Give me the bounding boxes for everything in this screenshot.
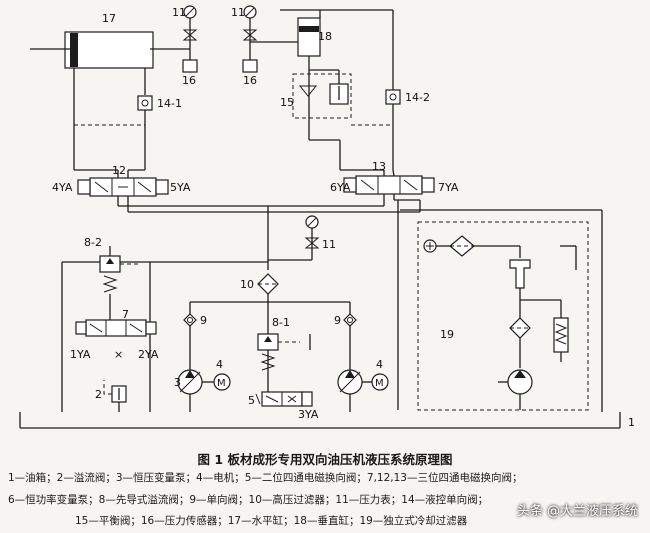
label-7YA: 7YA	[438, 181, 459, 194]
label-17: 17	[102, 12, 116, 25]
label-16-left: 16	[182, 74, 196, 87]
label-4-left: 4	[216, 358, 223, 371]
motor-4-left: M	[202, 373, 231, 391]
motor-4-right: M	[362, 373, 389, 391]
label-1YA: 1YA	[70, 348, 91, 361]
label-x: ×	[114, 348, 123, 361]
pilot-check-valve-14-1	[137, 95, 153, 170]
cooling-filter-unit-19	[417, 221, 589, 411]
pilot-relief-valve-8-1	[257, 302, 311, 392]
label-12: 12	[112, 164, 126, 177]
directional-valve-13	[340, 169, 435, 206]
svg-text:M: M	[217, 378, 226, 389]
constant-pressure-pump-3	[177, 369, 203, 412]
label-13: 13	[372, 160, 386, 173]
pressure-gauge-11-left	[182, 5, 198, 73]
label-6YA: 6YA	[330, 181, 351, 194]
label-8-1: 8-1	[272, 316, 290, 329]
label-1: 1	[628, 416, 635, 429]
label-18: 18	[318, 30, 332, 43]
label-7: 7	[122, 308, 129, 321]
solenoid-valve-5	[255, 391, 313, 407]
svg-text:M: M	[375, 378, 384, 389]
label-14-1: 14-1	[157, 97, 182, 110]
relief-valve-2	[103, 380, 127, 412]
label-8-2: 8-2	[84, 236, 102, 249]
directional-valve-12	[73, 150, 169, 212]
label-19: 19	[440, 328, 454, 341]
label-5: 5	[248, 394, 255, 407]
label-4YA: 4YA	[52, 181, 73, 194]
high-pressure-filter-10	[257, 273, 279, 302]
check-valve-9-right	[343, 302, 357, 370]
legend-line-1: 1—油箱；2—溢流阀；3—恒压变量泵；4—电机；5—二位四通电磁换向阀；7,12…	[8, 472, 523, 484]
watermark: 头条 @大兰液压系统	[516, 504, 638, 519]
label-11-left: 11	[172, 6, 186, 19]
label-9-left: 9	[200, 314, 207, 327]
label-16-right: 16	[243, 74, 257, 87]
label-3YA: 3YA	[298, 408, 319, 421]
label-3: 3	[174, 376, 181, 389]
vertical-cylinder-18	[280, 9, 321, 66]
hydraulic-schematic: 17 11 16 11 16 18 15	[19, 5, 635, 429]
pressure-gauge-11-right	[242, 5, 258, 73]
label-15: 15	[280, 96, 294, 109]
label-2YA: 2YA	[138, 348, 159, 361]
figure-caption: 图 1 板材成形专用双向油压机液压系统原理图	[197, 452, 453, 467]
label-14-2: 14-2	[405, 91, 430, 104]
legend-line-3: 15—平衡阀；16—压力传感器；17—水平缸；18—垂直缸；19—独立式冷却过滤…	[75, 515, 468, 527]
pilot-check-valve-14-2	[320, 9, 401, 170]
label-2: 2	[95, 388, 102, 401]
balance-valve-15	[292, 66, 352, 140]
label-4-right: 4	[376, 358, 383, 371]
label-9-right: 9	[334, 314, 341, 327]
pilot-relief-valve-8-2	[99, 246, 140, 312]
label-11-main: 11	[322, 238, 336, 251]
oil-tank-1	[19, 412, 621, 429]
horizontal-cylinder-17	[30, 31, 154, 150]
pressure-gauge-11-main	[304, 215, 320, 260]
label-10: 10	[240, 278, 254, 291]
label-5YA: 5YA	[170, 181, 191, 194]
label-11-right: 11	[231, 6, 245, 19]
check-valve-9-left	[183, 302, 197, 370]
constant-power-pump-6	[337, 369, 363, 412]
legend-line-2: 6—恒功率变量泵；8—先导式溢流阀；9—单向阀；10—高压过滤器；11—压力表；…	[8, 494, 489, 506]
directional-valve-7	[75, 312, 157, 337]
